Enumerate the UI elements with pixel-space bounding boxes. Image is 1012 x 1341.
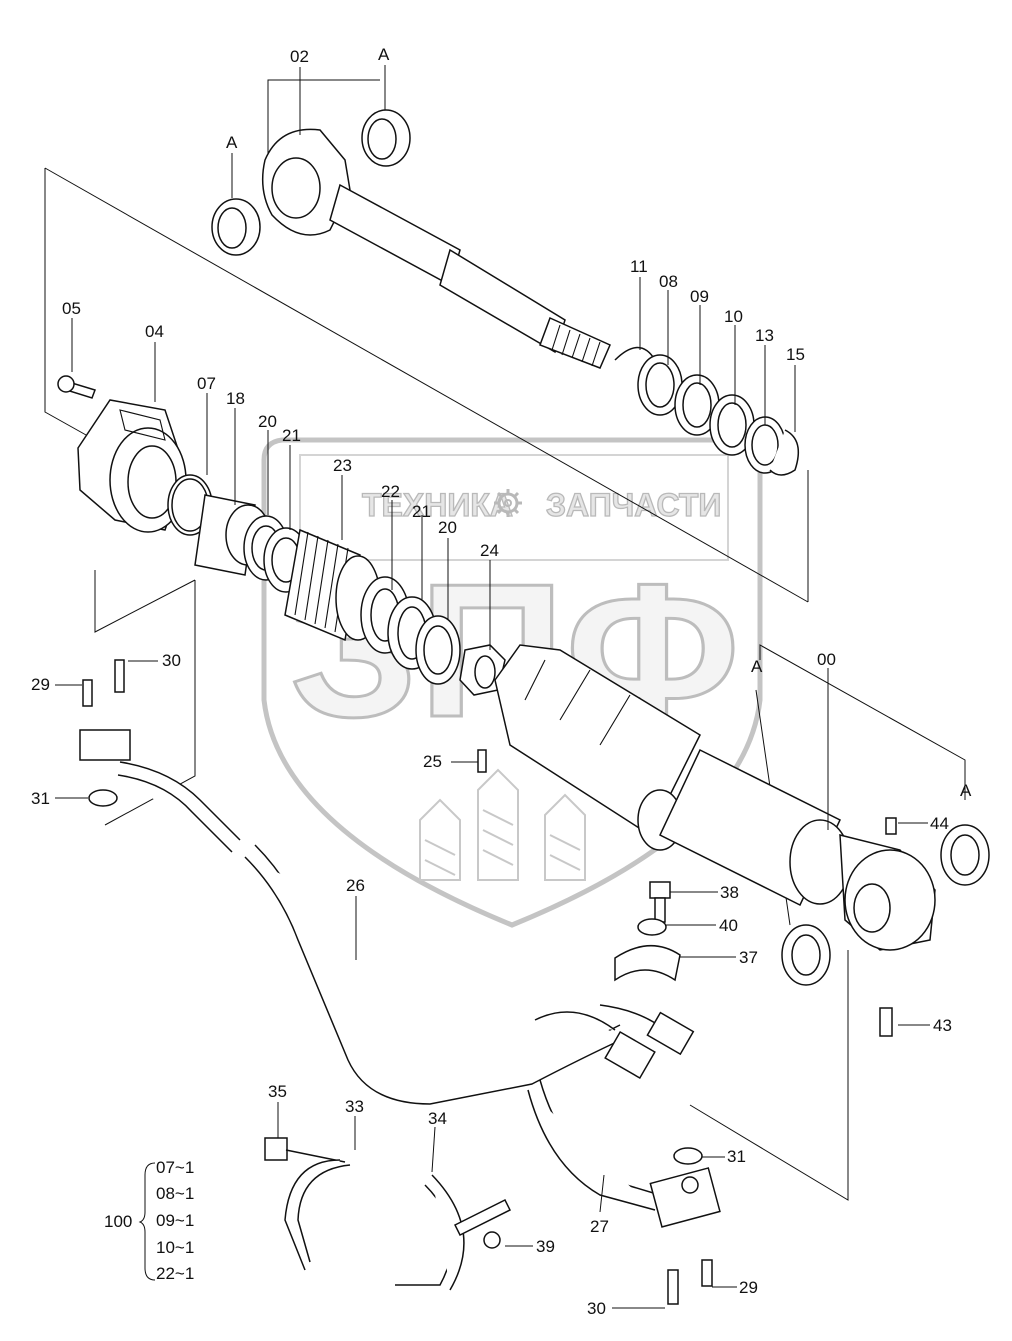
gear-icon — [494, 489, 522, 517]
callout-38: 38 — [720, 883, 739, 902]
callout-33: 33 — [345, 1097, 364, 1116]
callout-21: 21 — [282, 426, 301, 445]
callout-30: 30 — [162, 651, 181, 670]
cylinder-tube — [494, 644, 990, 1037]
callout-24: 24 — [480, 541, 499, 560]
callout-23: 23 — [333, 456, 352, 475]
watermark-left-text: ТЕХНИКА — [362, 487, 513, 523]
section-mark-a: A — [960, 781, 972, 800]
callout-27: 27 — [590, 1217, 609, 1236]
callout-29: 29 — [739, 1278, 758, 1297]
callout-labels: 00 02 04 05 07 08 09 10 11 13 15 18 20 2… — [31, 47, 952, 1318]
kit-item: 22~1 — [156, 1264, 194, 1283]
fasteners — [82, 659, 713, 1305]
callout-10: 10 — [724, 307, 743, 326]
watermark-wheat-emblem — [419, 768, 586, 881]
callout-18: 18 — [226, 389, 245, 408]
kit-item: 07~1 — [156, 1158, 194, 1177]
cylinder-head — [57, 375, 213, 536]
callout-37: 37 — [739, 948, 758, 967]
callout-05: 05 — [62, 299, 81, 318]
callout-11: 11 — [630, 257, 648, 276]
callout-31: 31 — [31, 789, 50, 808]
callout-34: 34 — [428, 1109, 447, 1128]
callout-13: 13 — [755, 326, 774, 345]
section-mark-a: A — [378, 45, 390, 64]
callout-44: 44 — [930, 814, 949, 833]
callout-29: 29 — [31, 675, 50, 694]
callout-25: 25 — [423, 752, 442, 771]
kit-number: 100 — [104, 1212, 132, 1231]
section-mark-a: A — [226, 133, 238, 152]
callout-30: 30 — [587, 1299, 606, 1318]
callout-21: 21 — [412, 502, 431, 521]
callout-22: 22 — [381, 482, 400, 501]
repair-kit-legend: 100 07~1 08~1 09~1 10~1 22~1 — [104, 1158, 194, 1283]
callout-08: 08 — [659, 272, 678, 291]
callout-04: 04 — [145, 322, 164, 341]
callout-02: 02 — [290, 47, 309, 66]
callout-26: 26 — [346, 876, 365, 895]
callout-43: 43 — [933, 1016, 952, 1035]
callout-07: 07 — [197, 374, 216, 393]
callout-09: 09 — [690, 287, 709, 306]
watermark-right-text: ЗАПЧАСТИ — [546, 487, 721, 523]
hydraulic-pipes — [79, 729, 721, 1228]
piston-rod — [211, 109, 611, 369]
kit-item: 09~1 — [156, 1211, 194, 1230]
section-marks: A A A A — [226, 45, 972, 800]
kit-item: 10~1 — [156, 1238, 194, 1257]
callout-39: 39 — [536, 1237, 555, 1256]
callout-35: 35 — [268, 1082, 287, 1101]
section-mark-a: A — [751, 657, 763, 676]
callout-15: 15 — [786, 345, 805, 364]
shield-icon — [261, 437, 763, 928]
watermark: ТЕХНИКА ЗАПЧАСТИ ЗПФ — [261, 437, 763, 928]
callout-00: 00 — [817, 650, 836, 669]
callout-31: 31 — [727, 1147, 746, 1166]
callout-40: 40 — [719, 916, 738, 935]
callout-leaders — [55, 67, 930, 1309]
callout-20: 20 — [438, 518, 457, 537]
callout-20: 20 — [258, 412, 277, 431]
kit-item: 08~1 — [156, 1184, 194, 1203]
seal-rings-rod — [614, 346, 800, 476]
